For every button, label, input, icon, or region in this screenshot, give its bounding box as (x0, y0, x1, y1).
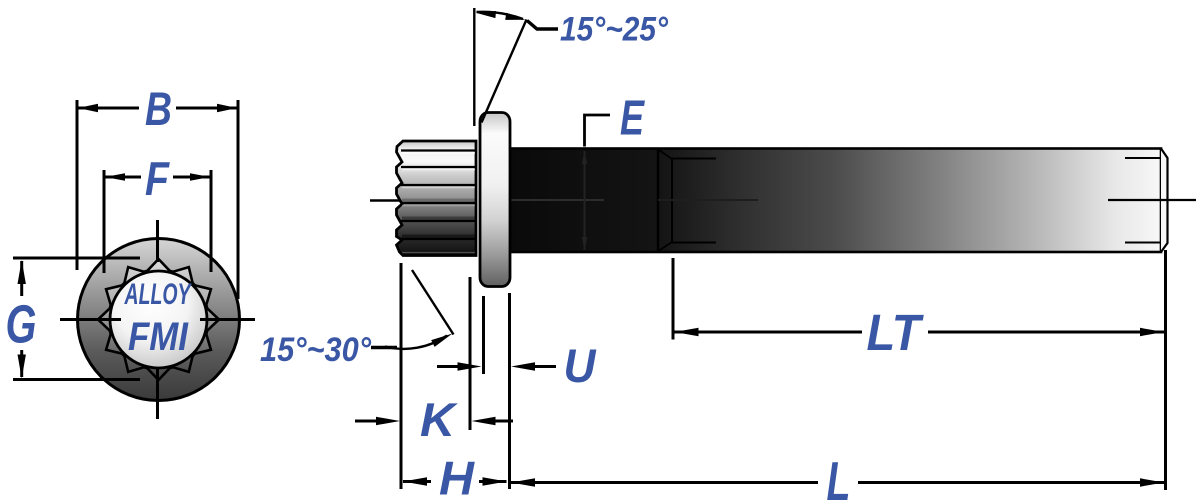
svg-text:ALLOY: ALLOY (124, 278, 193, 311)
svg-text:15°~25°: 15°~25° (560, 11, 668, 49)
svg-text:F: F (145, 152, 170, 205)
svg-text:15°~30°: 15°~30° (260, 331, 371, 369)
svg-text:G: G (6, 295, 37, 355)
svg-text:E: E (620, 92, 645, 146)
svg-text:U: U (564, 339, 597, 392)
svg-text:K: K (420, 393, 458, 446)
svg-text:FMI: FMI (128, 315, 189, 359)
svg-text:LT: LT (867, 304, 925, 361)
svg-text:B: B (145, 82, 172, 135)
svg-text:H: H (439, 452, 475, 501)
svg-text:L: L (827, 450, 851, 501)
